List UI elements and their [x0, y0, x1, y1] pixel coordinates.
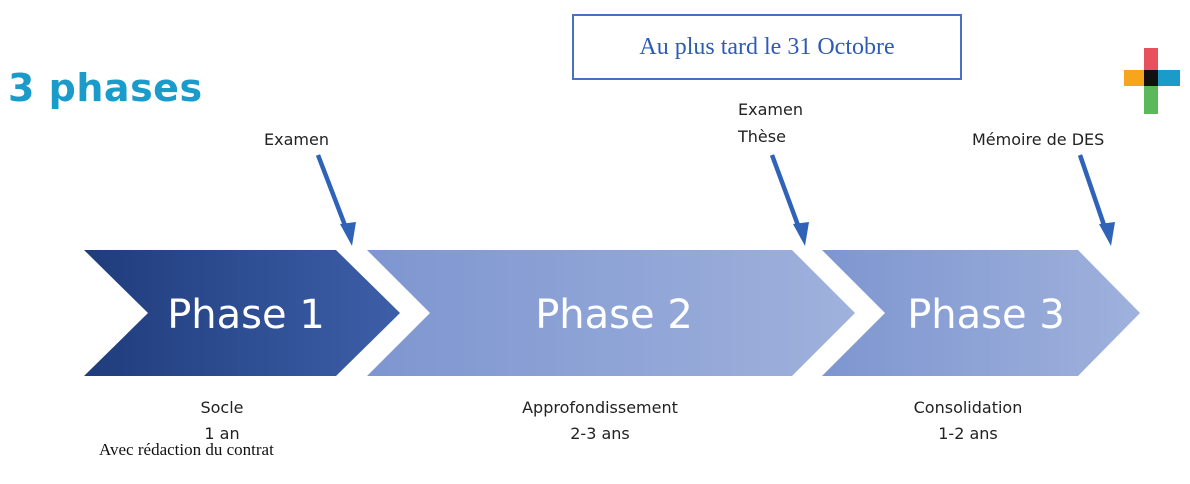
deadline-box: Au plus tard le 31 Octobre — [572, 14, 962, 80]
marker-2-label-line1: Examen — [738, 100, 803, 119]
marker-2-label-line2: Thèse — [738, 127, 786, 146]
phase-3-name: Consolidation — [913, 398, 1023, 417]
marker-1-label: Examen — [264, 130, 329, 149]
plus-logo-icon — [1124, 48, 1180, 114]
logo-bottom-bar — [1144, 86, 1158, 114]
phase-1-name: Socle — [200, 398, 244, 417]
page-title: 3 phases — [8, 66, 203, 110]
marker-3-label: Mémoire de DES — [972, 130, 1105, 149]
marker-3-arrow — [1077, 154, 1115, 246]
phase-2-duration: 2-3 ans — [570, 424, 630, 443]
phase-2-label: Phase 2 — [535, 292, 693, 338]
logo-center — [1144, 70, 1158, 86]
phase-2-name: Approfondissement — [522, 398, 678, 417]
phase-3-duration: 1-2 ans — [938, 424, 998, 443]
phase-1-duration: 1 an — [204, 424, 240, 443]
phase-3-chevron — [822, 250, 1140, 376]
logo-top-bar — [1144, 48, 1158, 70]
phase-1-chevron — [84, 250, 400, 376]
phase-1-label: Phase 1 — [167, 292, 325, 338]
marker-1-arrow — [315, 154, 356, 246]
phase-3-label: Phase 3 — [907, 292, 1065, 338]
marker-2-arrow — [769, 154, 809, 246]
logo-left-bar — [1124, 70, 1144, 86]
phase-2-chevron — [367, 250, 855, 376]
logo-right-bar — [1158, 70, 1180, 86]
deadline-text: Au plus tard le 31 Octobre — [639, 33, 895, 60]
footer-note: Avec rédaction du contrat — [99, 440, 274, 459]
